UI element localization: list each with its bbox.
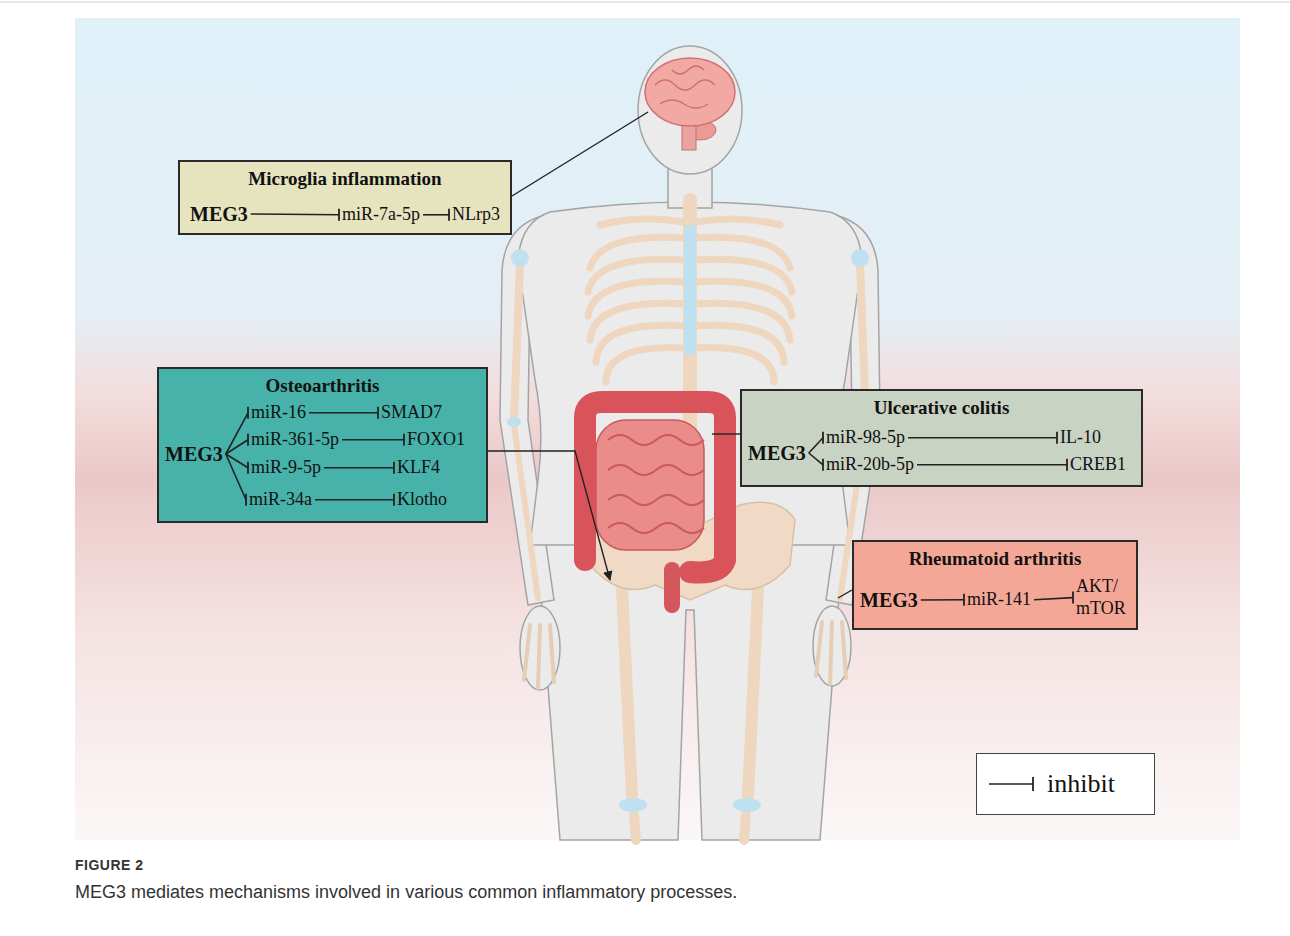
inhibit-connector xyxy=(226,434,248,454)
gene-node: Klotho xyxy=(397,489,447,511)
box-heading-text: Rheumatoid arthritis xyxy=(909,548,1082,569)
box-heading-text: Osteoarthritis xyxy=(266,375,380,396)
gene-node: FOXO1 xyxy=(407,429,465,451)
gene-label: MEG3 xyxy=(190,203,248,225)
page-rule xyxy=(0,2,1290,3)
leader-line xyxy=(488,112,852,598)
inhibit-connector xyxy=(423,209,449,221)
gene-node: miR-7a-5p xyxy=(342,204,420,226)
gene-label: FOXO1 xyxy=(407,429,465,449)
gene-node: miR-361-5p xyxy=(251,429,339,451)
box-heading: Ulcerative colitis xyxy=(742,391,1141,420)
box-heading-text: Microglia inflammation xyxy=(248,168,441,189)
brain xyxy=(645,58,735,150)
gene-node: IL-10 xyxy=(1060,427,1101,449)
gene-node: SMAD7 xyxy=(381,402,442,424)
gene-label: miR-141 xyxy=(967,589,1031,609)
inhibit-connector xyxy=(309,407,378,419)
gene-label: miR-16 xyxy=(251,402,306,422)
inhibit-connector xyxy=(226,454,246,506)
inhibit-connector xyxy=(315,494,394,506)
inhibit-connector xyxy=(342,434,404,446)
figure-label: FIGURE 2 xyxy=(75,857,144,873)
gene-node: MEG3 xyxy=(748,441,806,465)
gene-node: CREB1 xyxy=(1070,454,1126,476)
gene-node: MEG3 xyxy=(860,588,918,612)
box-heading: Osteoarthritis xyxy=(159,369,486,398)
disease-box: Rheumatoid arthritisMEG3 miR-141 AKT/ mTOR xyxy=(852,540,1138,630)
legend-text: inhibit xyxy=(1047,768,1115,799)
box-heading: Microglia inflammation xyxy=(180,162,510,191)
intestine xyxy=(585,402,725,605)
gene-label: KLF4 xyxy=(397,457,440,477)
inhibit-connector xyxy=(226,454,248,474)
box-heading-text: Ulcerative colitis xyxy=(874,397,1010,418)
box-heading: Rheumatoid arthritis xyxy=(854,542,1136,571)
inhibit-connector xyxy=(917,459,1067,471)
gene-label: AKT/ mTOR xyxy=(1076,576,1126,618)
skeleton xyxy=(514,200,866,840)
inhibit-connector xyxy=(921,594,964,606)
gene-label: miR-20b-5p xyxy=(826,454,914,474)
gene-node: miR-16 xyxy=(251,402,306,424)
legend-box: inhibit xyxy=(976,753,1155,815)
inhibit-connector xyxy=(1034,592,1073,604)
gene-node: MEG3 xyxy=(190,202,248,226)
gene-label: MEG3 xyxy=(748,442,806,464)
gene-label: miR-98-5p xyxy=(826,427,905,447)
hand-bones xyxy=(524,622,846,688)
gene-label: Klotho xyxy=(397,489,447,509)
gene-node: miR-9-5p xyxy=(251,457,321,479)
inhibit-connector xyxy=(226,407,248,454)
gene-label: miR-9-5p xyxy=(251,457,321,477)
gene-node: miR-141 xyxy=(967,589,1031,611)
inhibit-connector xyxy=(809,432,823,453)
gene-node: miR-20b-5p xyxy=(826,454,914,476)
gene-label: CREB1 xyxy=(1070,454,1126,474)
gene-node: miR-98-5p xyxy=(826,427,905,449)
gene-label: MEG3 xyxy=(165,443,223,465)
figure-caption: MEG3 mediates mechanisms involved in var… xyxy=(75,882,1225,903)
gene-label: IL-10 xyxy=(1060,427,1101,447)
cartilage xyxy=(507,225,873,812)
gene-label: SMAD7 xyxy=(381,402,442,422)
gene-label: NLrp3 xyxy=(452,204,500,224)
disease-box: Ulcerative colitisMEG3 miR-98-5p IL-10 miR-… xyxy=(740,389,1143,487)
inhibit-connector xyxy=(809,453,823,471)
gene-label: miR-7a-5p xyxy=(342,204,420,224)
disease-box: OsteoarthritisMEG3 miR-16 SMAD7 miR-361-5p F… xyxy=(157,367,488,523)
gene-node: miR-34a xyxy=(249,489,312,511)
figure-ground xyxy=(75,18,1240,840)
gene-label: MEG3 xyxy=(860,589,918,611)
gene-node: KLF4 xyxy=(397,457,440,479)
inhibit-connector xyxy=(324,462,394,474)
gene-label: miR-361-5p xyxy=(251,429,339,449)
legend-sample xyxy=(987,773,1037,795)
gene-node: MEG3 xyxy=(165,442,223,466)
gene-node: NLrp3 xyxy=(452,204,500,226)
gene-label: miR-34a xyxy=(249,489,312,509)
gene-node: AKT/ mTOR xyxy=(1076,576,1128,619)
inhibit-connector xyxy=(908,432,1057,444)
inhibit-connector xyxy=(251,209,339,221)
legend-row: inhibit xyxy=(987,762,1144,806)
disease-box: Microglia inflammationMEG3 miR-7a-5p NLrp3 xyxy=(178,160,512,235)
